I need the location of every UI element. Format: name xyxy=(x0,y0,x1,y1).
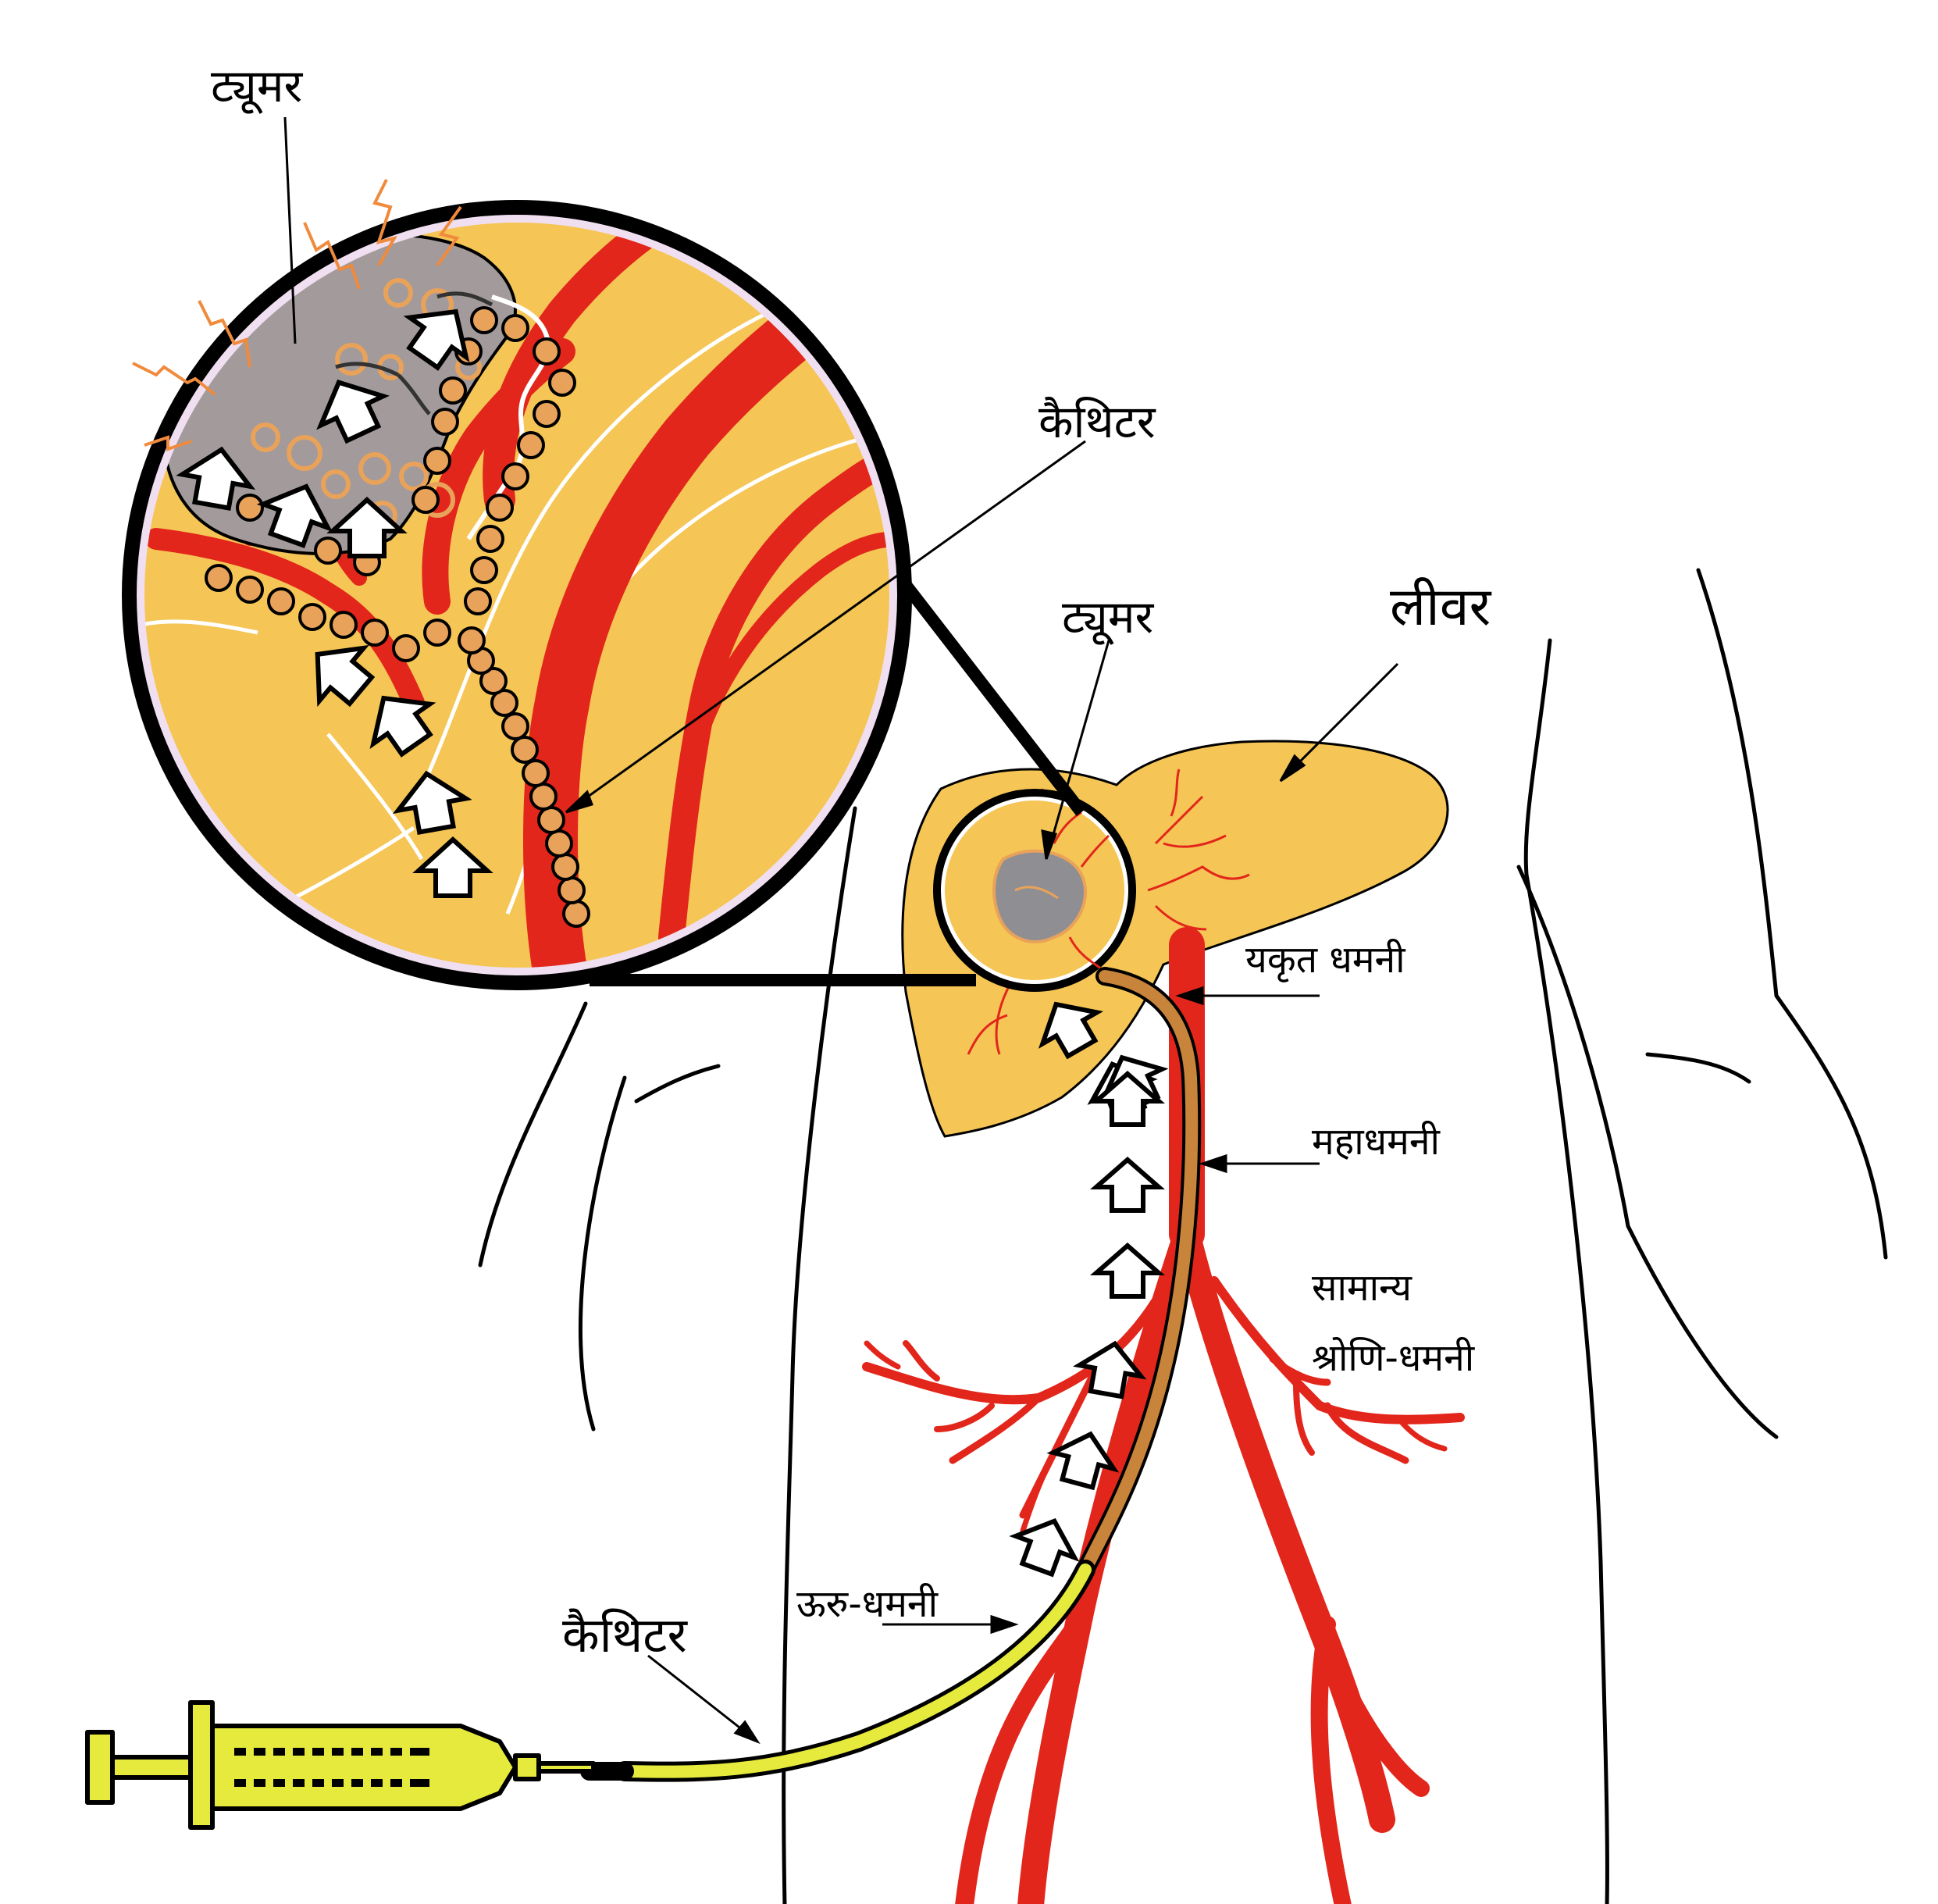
label-catheter-bottom: कैथिटर xyxy=(562,1606,689,1663)
flow-arrows-zoom xyxy=(176,308,493,898)
flow-arrow-icon xyxy=(176,446,256,511)
flow-arrows-body xyxy=(1009,1001,1169,1578)
embolic-beads xyxy=(205,306,590,928)
flow-arrow-icon xyxy=(1090,1071,1165,1127)
label-common-iliac-2: श्रोणि-धमनी xyxy=(1312,1336,1476,1380)
flow-arrow-icon xyxy=(1090,1157,1165,1213)
flow-arrow-icon xyxy=(316,380,390,444)
label-hepatic-artery: यकृत धमनी xyxy=(1245,938,1406,982)
flow-arrow-icon xyxy=(412,836,493,898)
label-common-iliac-1: सामान्य xyxy=(1312,1266,1413,1310)
flow-arrow-icon xyxy=(392,770,472,835)
syringe-dose-gaps xyxy=(246,1748,410,1787)
labels: ट्यूमर कैथिटर ट्यूमर लीवर यकृत धमनी महाध… xyxy=(211,59,1492,1663)
flow-arrow-icon xyxy=(256,483,333,549)
liver-tumor-marker xyxy=(933,789,1136,992)
flow-arrow-icon xyxy=(326,496,408,558)
flow-arrow-icon xyxy=(1046,1431,1120,1491)
zoom-view xyxy=(122,200,912,990)
lightning-icon xyxy=(132,179,462,451)
flow-arrow-icon xyxy=(1090,1243,1165,1299)
label-tumor-liver: ट्यूमर xyxy=(1062,590,1155,645)
leader-lines xyxy=(283,116,1399,1745)
flow-arrow-icon xyxy=(1072,1340,1147,1399)
label-liver: लीवर xyxy=(1390,576,1492,638)
flow-arrow-icon xyxy=(1038,1001,1104,1060)
syringe-icon xyxy=(85,1700,596,1830)
label-femoral-artery: ऊरु-धमनी xyxy=(796,1582,939,1626)
label-aorta: महाधमनी xyxy=(1312,1120,1441,1164)
label-catheter-zoom: कैथिटर xyxy=(1038,395,1156,448)
label-tumor-zoom: ट्यूमर xyxy=(211,59,304,114)
flow-arrow-icon xyxy=(369,695,436,758)
flow-arrow-icon xyxy=(1009,1517,1080,1578)
flow-arrow-icon xyxy=(315,644,376,708)
catheter-body xyxy=(580,967,1202,1782)
flow-arrow-icon xyxy=(403,308,470,371)
body-outline xyxy=(478,568,1888,1904)
